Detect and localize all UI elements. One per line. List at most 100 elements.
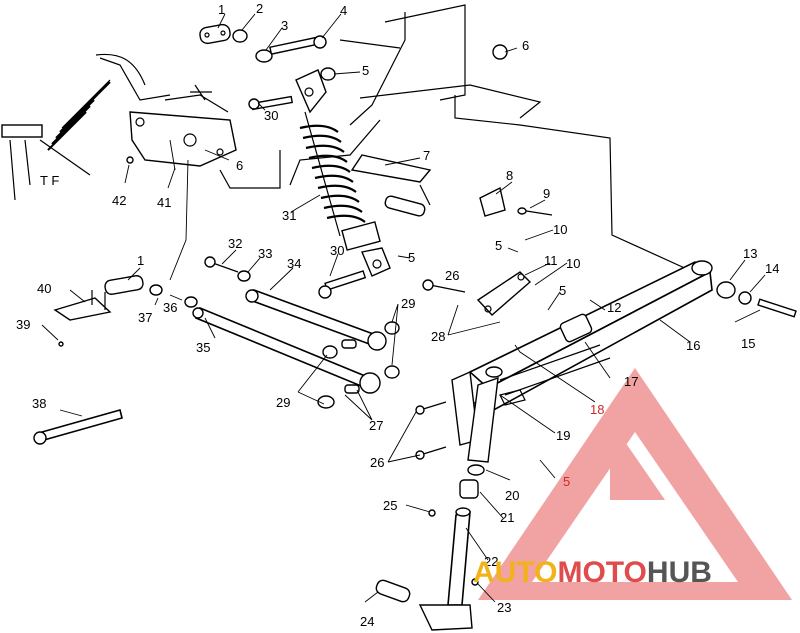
- plate-1-top: [199, 23, 231, 45]
- callout-26: 26: [370, 455, 384, 470]
- watermark-moto: MOTO: [557, 556, 646, 589]
- callout-38: 38: [32, 396, 46, 411]
- watermark-text: AUTOMOTOHUB: [473, 556, 712, 589]
- bolts-26: [415, 401, 447, 460]
- bushing-21: [459, 479, 479, 499]
- block-17: [559, 313, 593, 343]
- callout-21: 21: [500, 510, 514, 525]
- callout-34: 34: [287, 256, 301, 271]
- callout-5: 5: [362, 63, 369, 78]
- stud-9: [517, 207, 553, 216]
- nut-33: [237, 270, 251, 282]
- washer-3: [255, 49, 273, 63]
- bushing-37: [149, 284, 163, 296]
- callout-35: 35: [196, 340, 210, 355]
- front-shock-31: [295, 69, 391, 277]
- callout-2: 2: [256, 1, 263, 16]
- callout-22: 22: [484, 554, 498, 569]
- callout-1: 1: [218, 2, 225, 17]
- callout-30: 30: [330, 243, 344, 258]
- callout-5: 5: [563, 474, 570, 489]
- nut-2: [232, 29, 248, 43]
- washer-13: [716, 281, 736, 299]
- callout-19: 19: [556, 428, 570, 443]
- frame-outline: [95, 4, 701, 276]
- callout-labels: 1 2 3 4 5 6 6 7 8 9 10 10 5 11 5 12 13 1…: [16, 1, 779, 629]
- watermark-logo: [478, 368, 792, 600]
- shaft-22: [418, 507, 473, 631]
- left-shock-assembly: T F: [1, 79, 111, 201]
- svg-text:T F: T F: [40, 173, 59, 188]
- svg-text:AUTOMOTOHUB: AUTOMOTOHUB: [473, 556, 712, 589]
- callout-39: 39: [16, 317, 30, 332]
- callout-20: 20: [505, 488, 519, 503]
- callout-23: 23: [497, 600, 511, 615]
- callout-13: 13: [743, 246, 757, 261]
- callout-26: 26: [445, 268, 459, 283]
- callout-1: 1: [137, 253, 144, 268]
- callout-30: 30: [264, 108, 278, 123]
- washer-14: [738, 291, 752, 305]
- callout-31: 31: [282, 208, 296, 223]
- link-arm-7: [350, 154, 432, 217]
- callout-16: 16: [686, 338, 700, 353]
- callout-29: 29: [401, 296, 415, 311]
- watermark-auto: AUTO: [473, 556, 557, 589]
- callout-4: 4: [340, 3, 347, 18]
- bracket-40: [53, 290, 112, 321]
- callout-10: 10: [553, 222, 567, 237]
- fitting-23: [471, 578, 479, 586]
- callout-29: 29: [276, 395, 290, 410]
- leader-lines: [41, 13, 766, 603]
- callout-15: 15: [741, 336, 755, 351]
- nut-42: [126, 156, 134, 164]
- spacers-27: [341, 339, 360, 394]
- callout-6: 6: [236, 158, 243, 173]
- link-11: [422, 271, 532, 316]
- rod-35: [192, 306, 381, 394]
- bushing-20: [467, 464, 485, 476]
- callout-12: 12: [607, 300, 621, 315]
- callout-6: 6: [522, 38, 529, 53]
- bolt-4: [269, 35, 327, 55]
- callout-28: 28: [431, 329, 445, 344]
- callout-42: 42: [112, 193, 126, 208]
- watermark-hub: HUB: [647, 556, 712, 589]
- callout-25: 25: [383, 498, 397, 513]
- callout-8: 8: [506, 168, 513, 183]
- callout-18: 18: [590, 402, 604, 417]
- callout-24: 24: [360, 614, 374, 629]
- callout-10: 10: [566, 256, 580, 271]
- callout-36: 36: [163, 300, 177, 315]
- callout-33: 33: [258, 246, 272, 261]
- callout-14: 14: [765, 261, 779, 276]
- rubber-mount-8: [479, 186, 506, 217]
- spacer-24: [375, 579, 411, 603]
- nut-5-top: [320, 67, 336, 81]
- callout-41: 41: [157, 195, 171, 210]
- callout-9: 9: [543, 186, 550, 201]
- callout-5: 5: [559, 283, 566, 298]
- callout-3: 3: [281, 18, 288, 33]
- callout-32: 32: [228, 236, 242, 251]
- bolt-15: [757, 298, 797, 318]
- pin-39: [58, 341, 64, 347]
- callout-11: 11: [544, 253, 558, 268]
- bolt-30-lower: [318, 270, 367, 299]
- callout-5: 5: [408, 250, 415, 265]
- mount-bracket-41: [129, 84, 237, 167]
- bolt-32: [204, 256, 239, 273]
- plate-1-lower: [104, 275, 144, 295]
- support-bracket: [451, 366, 526, 463]
- bushings-29: [317, 321, 400, 409]
- rod-34: [245, 288, 387, 351]
- callout-27: 27: [369, 418, 383, 433]
- callout-37: 37: [138, 310, 152, 325]
- nut-6-top: [492, 44, 508, 60]
- callout-5: 5: [495, 238, 502, 253]
- callout-17: 17: [624, 374, 638, 389]
- nut-36: [184, 296, 198, 308]
- bolt-38: [33, 409, 123, 445]
